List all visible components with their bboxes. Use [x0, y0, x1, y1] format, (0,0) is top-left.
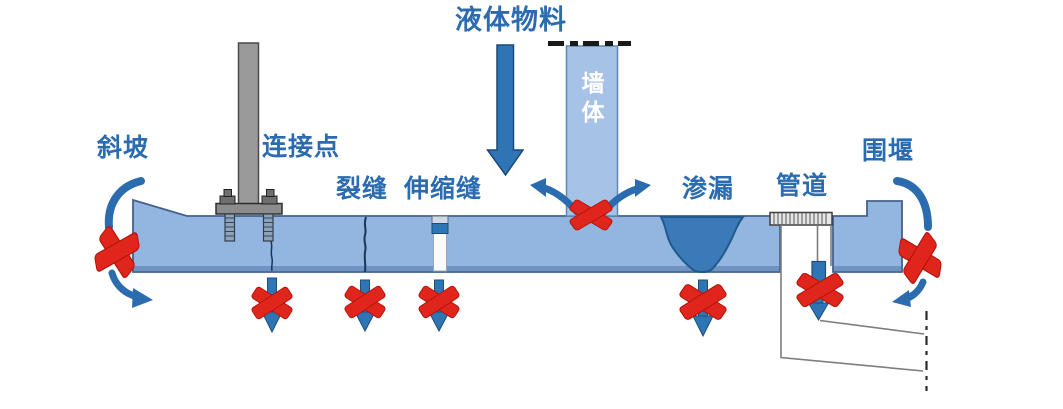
label-expansion-joint: 伸缩缝 — [404, 175, 483, 203]
wall — [548, 41, 631, 217]
underground-pipe-lines — [780, 225, 928, 391]
anchor-bolts — [224, 213, 274, 242]
support-post — [215, 42, 283, 242]
crack-line — [363, 216, 367, 273]
label-liquid-material: 液体物料 — [455, 5, 567, 35]
liquid-arrow — [486, 44, 525, 177]
label-wall: 墙体 — [578, 71, 604, 129]
slope-arc-arrow — [104, 177, 145, 231]
cofferdam-arc-arrow — [893, 177, 932, 231]
label-cofferdam: 围堰 — [862, 137, 915, 165]
label-pipe: 管道 — [776, 172, 829, 200]
slab-bottom-band — [834, 266, 901, 271]
base-plate — [215, 202, 283, 215]
bolt-nuts — [219, 189, 278, 205]
label-connection-point: 连接点 — [262, 133, 341, 161]
leak-arrowheads — [132, 178, 911, 308]
slab-bottom-band — [134, 266, 779, 271]
label-crack: 裂缝 — [336, 175, 389, 203]
label-slope: 斜坡 — [97, 134, 150, 162]
expansion-joint-detail — [431, 215, 449, 272]
anchor-crack-line — [270, 240, 274, 272]
containment-slab — [132, 198, 903, 273]
seepage-funnel — [659, 216, 746, 273]
label-seepage: 渗漏 — [682, 175, 735, 203]
pipe-grate — [769, 211, 833, 226]
